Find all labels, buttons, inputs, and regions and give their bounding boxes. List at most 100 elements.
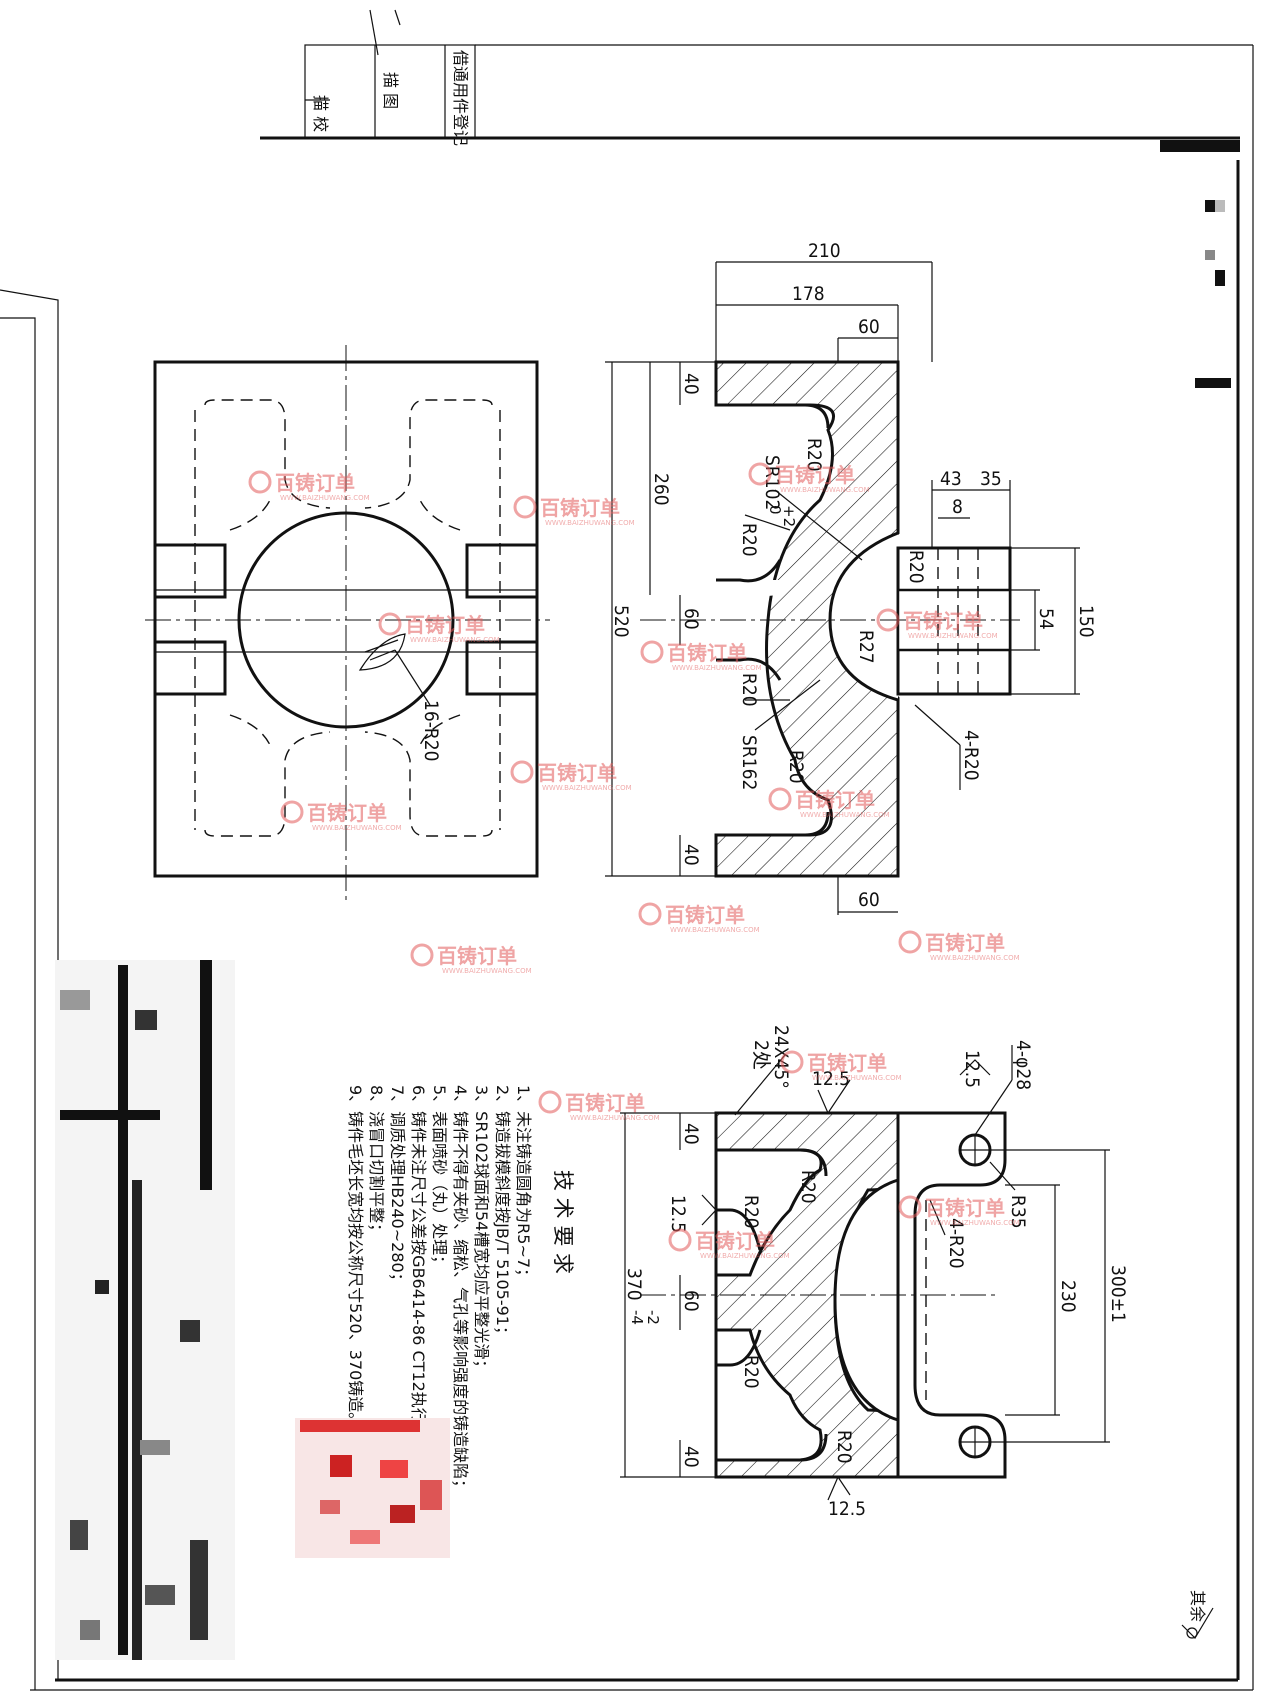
dim-43: 43 bbox=[940, 468, 962, 490]
tech-item-2: 2、铸造拔模斜度按JB/T 5105-91； bbox=[493, 1085, 512, 1342]
svg-text:百铸订单: 百铸订单 bbox=[665, 903, 745, 927]
label-sr102-tol-lower: 0 bbox=[766, 505, 784, 515]
dim-60-lower-mid: 60 bbox=[680, 1290, 702, 1312]
svg-text:WWW.BAIZHUWANG.COM: WWW.BAIZHUWANG.COM bbox=[908, 632, 998, 640]
label-lower-r20-2: R20 bbox=[797, 1170, 819, 1204]
svg-text:百铸订单: 百铸订单 bbox=[405, 613, 485, 637]
rough-top: 12.5 bbox=[812, 1068, 850, 1090]
svg-text:WWW.BAIZHUWANG.COM: WWW.BAIZHUWANG.COM bbox=[812, 1074, 902, 1082]
corner-roughness: 其余 bbox=[1181, 1590, 1214, 1639]
svg-text:WWW.BAIZHUWANG.COM: WWW.BAIZHUWANG.COM bbox=[700, 1252, 790, 1260]
dim-370-tol-upper: -2 bbox=[644, 1310, 662, 1325]
label-sr102-tol-upper: +2 bbox=[780, 505, 798, 527]
svg-text:WWW.BAIZHUWANG.COM: WWW.BAIZHUWANG.COM bbox=[930, 954, 1020, 962]
dim-40-lower-top: 40 bbox=[680, 1123, 702, 1145]
label-r20-d: R20 bbox=[785, 750, 807, 784]
dim-300: 300±1 bbox=[1107, 1265, 1129, 1323]
watermark: 百铸订单 WWW.BAIZHUWANG.COM bbox=[513, 495, 635, 527]
rough-left: 12.5 bbox=[667, 1195, 689, 1233]
svg-text:百铸订单: 百铸订单 bbox=[540, 496, 620, 520]
tech-item-4: 4、铸件不得有夹砂、缩松、气孔等影响强度的铸造缺陷； bbox=[451, 1085, 470, 1495]
tech-item-3: 3、SR102球面和54槽宽均应平整光滑； bbox=[472, 1085, 491, 1375]
svg-text:WWW.BAIZHUWANG.COM: WWW.BAIZHUWANG.COM bbox=[545, 519, 635, 527]
svg-text:百铸订单: 百铸订单 bbox=[903, 609, 983, 633]
label-4r20-lower: 4-R20 bbox=[945, 1218, 967, 1269]
svg-text:WWW.BAIZHUWANG.COM: WWW.BAIZHUWANG.COM bbox=[930, 1219, 1020, 1227]
label-lower-r20-3: R20 bbox=[740, 1355, 762, 1389]
dim-54: 54 bbox=[1035, 608, 1057, 630]
tech-item-8: 8、浇冒口切割平整； bbox=[367, 1085, 386, 1239]
svg-text:WWW.BAIZHUWANG.COM: WWW.BAIZHUWANG.COM bbox=[570, 1114, 660, 1122]
watermark: 百铸订单 WWW.BAIZHUWANG.COM bbox=[410, 943, 532, 975]
watermark: 百铸订单 WWW.BAIZHUWANG.COM bbox=[248, 470, 370, 502]
rough-bottom: 12.5 bbox=[828, 1498, 866, 1520]
tech-item-5: 5、表面喷砂（丸）处理； bbox=[430, 1085, 449, 1271]
svg-text:百铸订单: 百铸订单 bbox=[925, 1196, 1005, 1220]
label-r20-c: R20 bbox=[738, 673, 760, 707]
svg-text:WWW.BAIZHUWANG.COM: WWW.BAIZHUWANG.COM bbox=[800, 811, 890, 819]
tech-item-1: 1、未注铸造圆角为R5~7； bbox=[514, 1085, 533, 1284]
watermark: 百铸订单 WWW.BAIZHUWANG.COM bbox=[538, 1090, 660, 1122]
title-cell-trace: 描 图 bbox=[381, 72, 400, 109]
redacted-corner-marks bbox=[1195, 200, 1231, 388]
svg-text:百铸订单: 百铸订单 bbox=[565, 1091, 645, 1115]
dim-178: 178 bbox=[792, 283, 825, 305]
tech-item-9: 9、铸件毛坯长宽均按公称尺寸520、370铸造。 bbox=[346, 1085, 365, 1428]
watermark: 百铸订单 WWW.BAIZHUWANG.COM bbox=[280, 800, 402, 832]
plan-radius-label: 16-R20 bbox=[420, 700, 442, 762]
dim-370-tol-lower: -4 bbox=[628, 1310, 646, 1325]
dim-60-top: 60 bbox=[858, 316, 880, 338]
watermark: 百铸订单 WWW.BAIZHUWANG.COM bbox=[668, 1228, 790, 1260]
svg-text:百铸订单: 百铸订单 bbox=[537, 761, 617, 785]
svg-text:百铸订单: 百铸订单 bbox=[925, 931, 1005, 955]
dim-520: 520 bbox=[610, 605, 632, 638]
watermark: 百铸订单 WWW.BAIZHUWANG.COM bbox=[898, 1195, 1020, 1227]
svg-text:WWW.BAIZHUWANG.COM: WWW.BAIZHUWANG.COM bbox=[542, 784, 632, 792]
watermark: 百铸订单 WWW.BAIZHUWANG.COM bbox=[638, 902, 760, 934]
redacted-stamp bbox=[295, 1418, 450, 1558]
dim-60-bottom: 60 bbox=[858, 889, 880, 911]
label-r35: R35 bbox=[1007, 1195, 1029, 1229]
svg-text:百铸订单: 百铸订单 bbox=[695, 1229, 775, 1253]
plan-view: 16-R20 bbox=[145, 345, 550, 900]
svg-text:百铸订单: 百铸订单 bbox=[437, 944, 517, 968]
label-r27: R27 bbox=[855, 630, 877, 664]
redacted-title-block bbox=[55, 960, 235, 1660]
svg-text:百铸订单: 百铸订单 bbox=[807, 1051, 887, 1075]
svg-text:WWW.BAIZHUWANG.COM: WWW.BAIZHUWANG.COM bbox=[442, 967, 532, 975]
dim-260: 260 bbox=[650, 473, 672, 506]
svg-text:WWW.BAIZHUWANG.COM: WWW.BAIZHUWANG.COM bbox=[672, 664, 762, 672]
watermark: 百铸订单 WWW.BAIZHUWANG.COM bbox=[510, 760, 632, 792]
svg-text:百铸订单: 百铸订单 bbox=[775, 463, 855, 487]
svg-text:WWW.BAIZHUWANG.COM: WWW.BAIZHUWANG.COM bbox=[780, 486, 870, 494]
label-lower-r20-1: R20 bbox=[740, 1195, 762, 1229]
title-cell-check: 描 校 bbox=[311, 95, 330, 132]
tech-requirements-title: 技 术 要 求 bbox=[551, 1170, 575, 1274]
title-cell-register: 借通用件登记 bbox=[451, 50, 470, 146]
label-chamfer-count: 2处 bbox=[750, 1040, 772, 1070]
corner-text: 其余 bbox=[1188, 1590, 1207, 1622]
svg-text:WWW.BAIZHUWANG.COM: WWW.BAIZHUWANG.COM bbox=[670, 926, 760, 934]
svg-text:WWW.BAIZHUWANG.COM: WWW.BAIZHUWANG.COM bbox=[312, 824, 402, 832]
label-chamfer: 24X45° bbox=[770, 1025, 792, 1089]
sheet-border bbox=[0, 9, 1254, 1691]
svg-text:WWW.BAIZHUWANG.COM: WWW.BAIZHUWANG.COM bbox=[280, 494, 370, 502]
label-sr102: SR102 bbox=[761, 455, 783, 510]
dim-40-bottom: 40 bbox=[680, 844, 702, 866]
watermark: 百铸订单 WWW.BAIZHUWANG.COM bbox=[768, 787, 890, 819]
title-block: 借通用件登记 描 图 描 校 bbox=[304, 44, 1253, 146]
svg-text:百铸订单: 百铸订单 bbox=[795, 788, 875, 812]
dim-40-top: 40 bbox=[680, 373, 702, 395]
label-r20-e: R20 bbox=[905, 550, 927, 584]
watermark: 百铸订单 WWW.BAIZHUWANG.COM bbox=[780, 1050, 902, 1082]
watermarks: 百铸订单 WWW.BAIZHUWANG.COM 百铸订单 WWW.BAIZHUW… bbox=[248, 462, 1020, 1260]
svg-text:百铸订单: 百铸订单 bbox=[667, 641, 747, 665]
label-r20-b: R20 bbox=[738, 523, 760, 557]
label-lug-radius: 4-R20 bbox=[960, 730, 982, 781]
section-view-lower: 24X45° 2处 12.5 12.5 12.5 12.5 4-φ28 R35 … bbox=[620, 1025, 1129, 1520]
svg-text:百铸订单: 百铸订单 bbox=[307, 801, 387, 825]
section-view-upper: 210 178 60 60 520 260 40 60 40 SR102 +2 … bbox=[605, 240, 1097, 915]
tech-requirements: 技 术 要 求 1、未注铸造圆角为R5~7； 2、铸造拔模斜度按JB/T 510… bbox=[346, 1085, 575, 1495]
svg-text:WWW.BAIZHUWANG.COM: WWW.BAIZHUWANG.COM bbox=[410, 636, 500, 644]
